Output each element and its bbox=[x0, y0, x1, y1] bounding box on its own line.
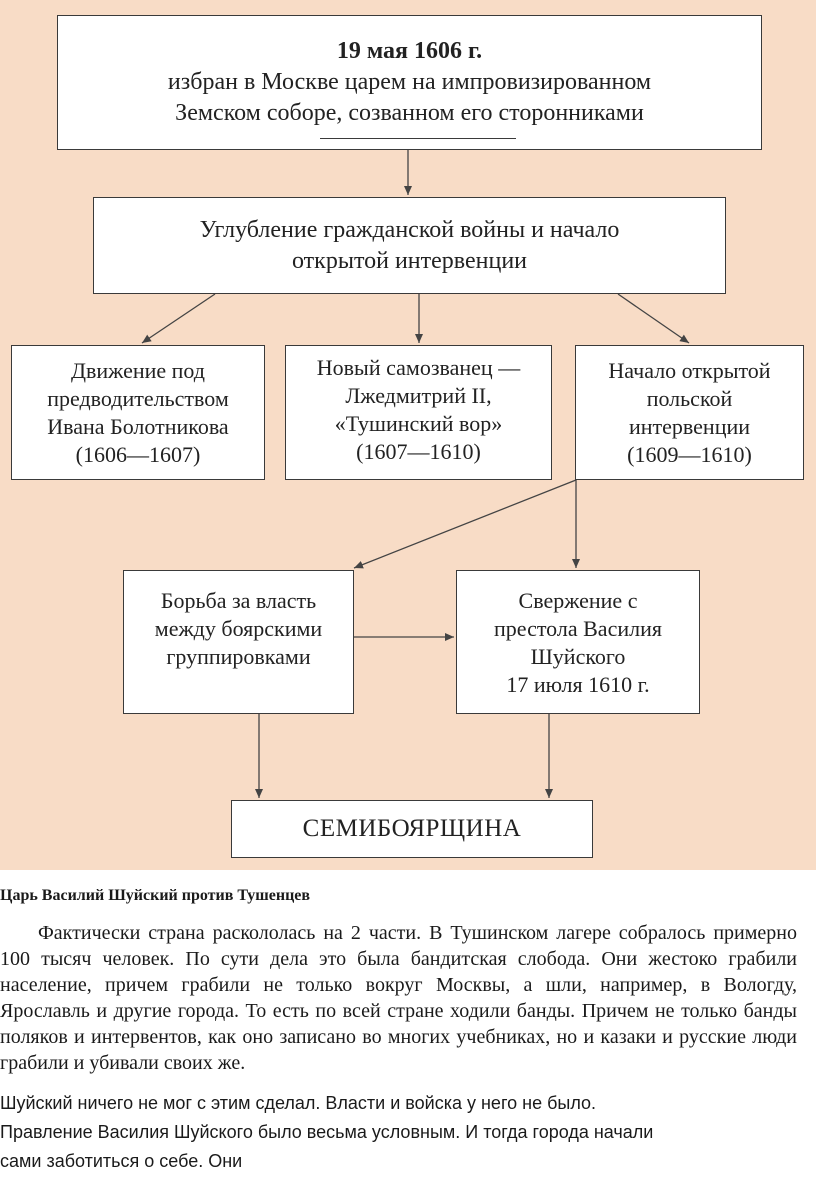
overthrow-line-3: Шуйского bbox=[530, 644, 626, 669]
impostor-line-3: «Тушинский вор» bbox=[334, 411, 503, 436]
impostor-years: (1607—1610) bbox=[356, 439, 481, 464]
deepening-line-2: открытой интервенции bbox=[291, 247, 528, 274]
election-text-line-2: Земском соборе, созванном его сторонника… bbox=[175, 100, 644, 126]
deepening-line-1: Углубление гражданской войны и начало bbox=[199, 216, 620, 243]
polish-intervention-box: Начало открытой польской интервенции (16… bbox=[575, 345, 804, 480]
bolotnikov-box: Движение под предводительством Ивана Бол… bbox=[11, 345, 265, 480]
impostor-line-1: Новый самозванец — bbox=[316, 355, 521, 380]
overthrow-date: 17 июля 1610 г. bbox=[506, 672, 650, 697]
sans-line-3: сами заботиться о себе. Они bbox=[0, 1151, 243, 1171]
election-box: 19 мая 1606 г. избран в Москве царем на … bbox=[57, 15, 762, 150]
bolotnikov-line-1: Движение под bbox=[71, 357, 205, 383]
seven-boyars-box: СЕМИБОЯРЩИНА bbox=[231, 800, 593, 858]
article-sans-paragraph: Шуйский ничего не мог с этим сделал. Вла… bbox=[0, 1089, 816, 1176]
decorative-underline bbox=[320, 138, 516, 139]
election-text-line-1: избран в Москве царем на импровизированн… bbox=[167, 69, 652, 95]
overthrow-line-2: престола Василия bbox=[494, 616, 662, 641]
bolotnikov-line-3: Ивана Болотникова bbox=[47, 413, 229, 439]
sans-line-1: Шуйский ничего не мог с этим сделал. Вла… bbox=[0, 1093, 597, 1113]
overthrow-line-1: Свержение с bbox=[518, 588, 638, 613]
arrow-deepening-to-polish bbox=[617, 293, 690, 344]
polish-years: (1609—1610) bbox=[627, 441, 752, 467]
flow-diagram: 19 мая 1606 г. избран в Москве царем на … bbox=[0, 0, 816, 870]
polish-line-2: польской bbox=[646, 385, 733, 411]
struggle-line-1: Борьба за власть bbox=[160, 588, 317, 613]
seven-boyars-label: СЕМИБОЯРЩИНА bbox=[302, 815, 522, 842]
election-date: 19 мая 1606 г. bbox=[336, 38, 483, 64]
overthrow-box: Свержение с престола Василия Шуйского 17… bbox=[456, 570, 700, 714]
impostor-line-2: Лжедмитрий II, bbox=[345, 383, 492, 408]
article-paragraph: Фактически страна раскололась на 2 части… bbox=[0, 922, 797, 1074]
arrow-polish-to-struggle bbox=[353, 479, 577, 569]
arrow-deepening-to-bolotnikov bbox=[141, 293, 216, 344]
struggle-line-2: между боярскими bbox=[154, 616, 323, 641]
polish-line-3: интервенции bbox=[628, 413, 751, 439]
sans-line-2: Правление Василия Шуйского было весьма у… bbox=[0, 1122, 654, 1142]
polish-line-1: Начало открытой bbox=[608, 357, 771, 383]
deepening-box: Углубление гражданской войны и начало от… bbox=[93, 197, 726, 294]
boyar-struggle-box: Борьба за власть между боярскими группир… bbox=[123, 570, 354, 714]
article-heading: Царь Василий Шуйский против Тушенцев bbox=[0, 887, 311, 904]
diagram-arrows bbox=[141, 141, 690, 798]
impostor-box: Новый самозванец — Лжедмитрий II, «Тушин… bbox=[285, 345, 552, 480]
bolotnikov-line-2: предводительством bbox=[47, 385, 229, 411]
struggle-line-3: группировками bbox=[166, 644, 311, 669]
bolotnikov-years: (1606—1607) bbox=[75, 441, 201, 467]
